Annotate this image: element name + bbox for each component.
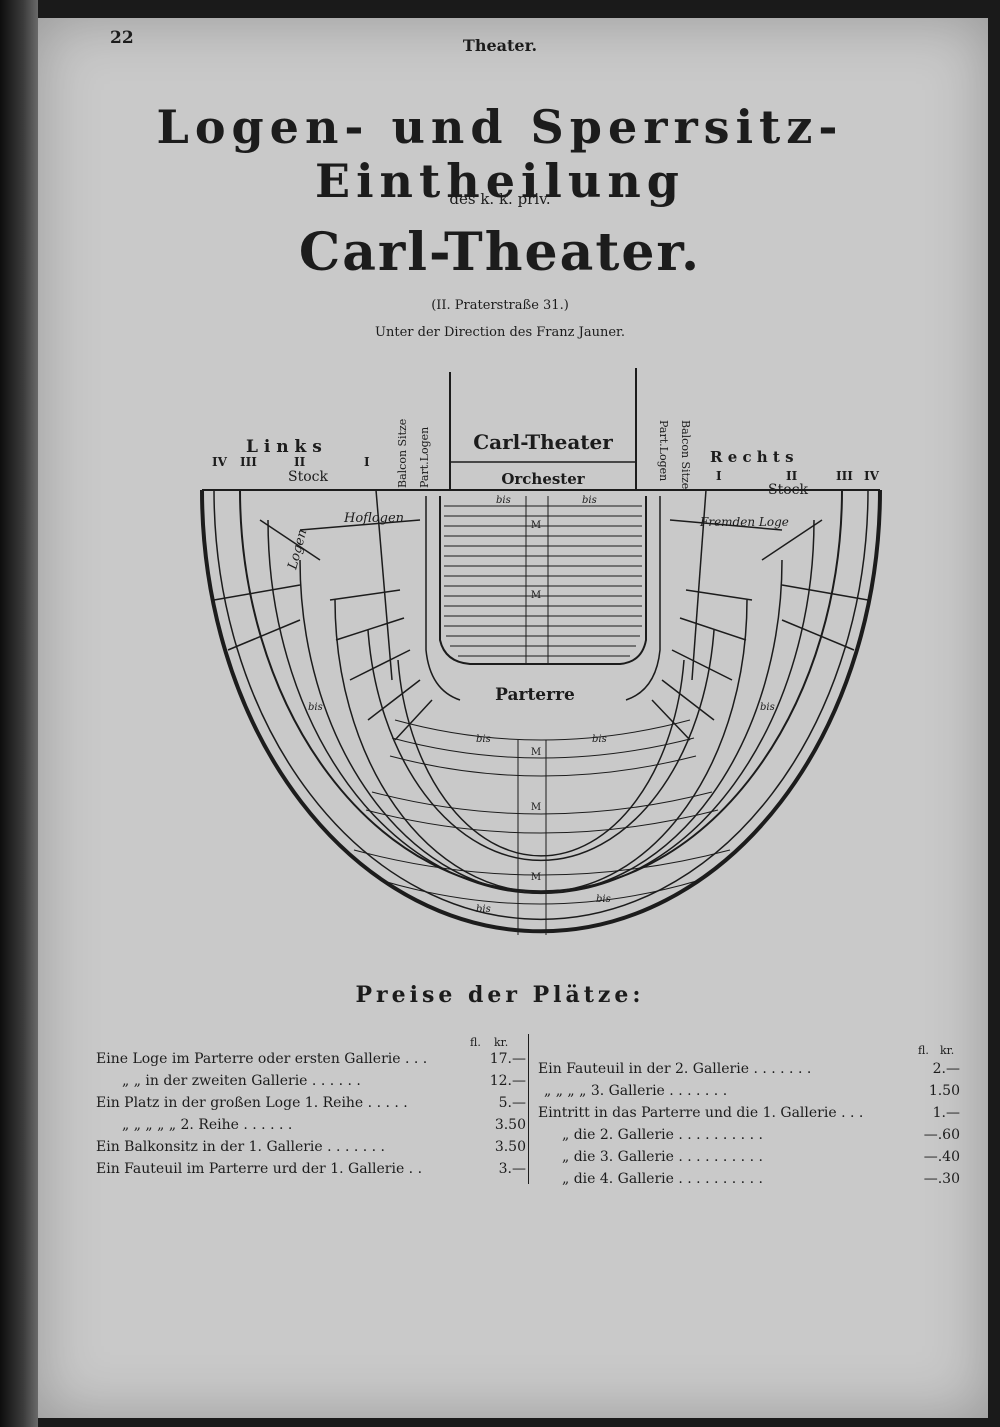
left-balcony-seats-label: Balcon Sitze (396, 419, 409, 488)
price-label: „ die 3. Gallerie . . . . . . . . . . (562, 1149, 763, 1165)
left-tier-2: II (294, 455, 306, 469)
column-divider (528, 1034, 529, 1184)
book-spine-shadow (0, 0, 38, 1427)
page-title: Logen- und Sperrsitz-Eintheilung (156, 100, 844, 208)
price-label: Ein Fauteuil im Parterre urd der 1. Gall… (96, 1161, 423, 1177)
price-label: „ „ in der zweiten Gallerie . . . . . . (122, 1073, 361, 1089)
price-row: Ein Balkonsitz in der 1. Gallerie . . . … (96, 1136, 526, 1158)
price-value: 12.— (489, 1073, 526, 1089)
right-side-label: R e c h t s (710, 448, 794, 466)
right-parterre-boxes-label: Part.Logen (657, 420, 670, 481)
bis-marker: bis (582, 495, 597, 506)
price-value: 1.50 (928, 1083, 960, 1099)
left-tier-4: IV (212, 455, 228, 469)
stage-label: Carl-Theater (473, 430, 613, 454)
price-column-left: fl. kr. Eine Loge im Parterre oder erste… (96, 1036, 526, 1186)
price-label: Ein Platz in der großen Loge 1. Reihe . … (96, 1095, 408, 1111)
price-value: —.30 (923, 1171, 960, 1187)
price-value: 3.— (498, 1161, 526, 1177)
bis-marker: bis (592, 734, 607, 745)
parterre-middle-marker: M (531, 872, 541, 883)
right-stock-label: Stock (768, 482, 808, 498)
price-value: —.40 (923, 1149, 960, 1165)
price-label: Ein Balkonsitz in der 1. Gallerie . . . … (96, 1139, 385, 1155)
seat-markers: M M M M M bis bis bis bis bis bis bis bi… (308, 495, 775, 915)
parterre-middle-marker: M (531, 802, 541, 813)
price-row: Eine Loge im Parterre oder ersten Galler… (96, 1048, 526, 1070)
price-label: „ „ „ „ 3. Gallerie . . . . . . . (544, 1083, 728, 1099)
bis-marker: bis (596, 894, 611, 905)
parterre-middle-marker: M (531, 747, 541, 758)
price-value: 3.50 (494, 1139, 526, 1155)
court-boxes-label: Hoflogen (343, 511, 404, 526)
price-row: Eintritt in das Parterre und die 1. Gall… (538, 1102, 960, 1124)
price-column-right: fl. kr. Ein Fauteuil in der 2. Gallerie … (538, 1044, 960, 1194)
price-label: „ die 2. Gallerie . . . . . . . . . . (562, 1127, 763, 1143)
price-row: Ein Fauteuil in der 2. Gallerie . . . . … (538, 1058, 960, 1080)
left-side-label: L i n k s (246, 437, 322, 457)
left-tier-1: I (364, 455, 370, 469)
bis-marker: bis (476, 734, 491, 745)
left-parterre-boxes-label: Part.Logen (418, 427, 431, 488)
price-row: „ die 3. Gallerie . . . . . . . . . . —.… (538, 1146, 960, 1168)
unit-kr-left: kr. (494, 1036, 509, 1049)
right-balcony-seats-label: Balcon Sitze (679, 420, 692, 489)
right-tier-3: III (836, 469, 853, 483)
price-value: 5.— (498, 1095, 526, 1111)
unit-fl-right: fl. (918, 1044, 929, 1057)
stall-middle-marker: M (531, 590, 541, 601)
parterre-label: Parterre (495, 685, 575, 705)
seating-plan: Carl-Theater Orchester Parterre L i n k … (200, 368, 882, 935)
bis-marker: bis (496, 495, 511, 506)
page-number: 22 (110, 28, 134, 48)
price-label: „ „ „ „ „ 2. Reihe . . . . . . (122, 1117, 293, 1133)
price-value: —.60 (923, 1127, 960, 1143)
bis-marker: bis (308, 702, 323, 713)
left-stock-label: Stock (288, 469, 328, 485)
price-row: Ein Platz in der großen Loge 1. Reihe . … (96, 1092, 526, 1114)
price-value: 1.— (932, 1105, 960, 1121)
running-head: Theater. (462, 36, 538, 55)
address: (II. Praterstraße 31.) (431, 298, 569, 313)
price-row: Ein Fauteuil im Parterre urd der 1. Gall… (96, 1158, 526, 1180)
price-row: „ „ „ „ 3. Gallerie . . . . . . . 1.50 (538, 1080, 960, 1102)
subtitle: des k. k. priv. (449, 190, 551, 208)
boxes-label: Logen (285, 528, 310, 572)
price-label: „ die 4. Gallerie . . . . . . . . . . (562, 1171, 763, 1187)
orchestra-label: Orchester (501, 470, 585, 488)
right-tier-2: II (786, 469, 798, 483)
left-tier-3: III (240, 455, 257, 469)
stall-middle-marker: M (531, 520, 541, 531)
right-tier-1: I (716, 469, 722, 483)
price-label: Eine Loge im Parterre oder ersten Galler… (96, 1051, 428, 1067)
unit-kr-right: kr. (940, 1044, 955, 1057)
theater-name: Carl-Theater. (298, 222, 702, 283)
unit-fl-left: fl. (470, 1036, 481, 1049)
price-label: Eintritt in das Parterre und die 1. Gall… (538, 1105, 864, 1121)
stranger-box-label: Fremden Loge (699, 515, 789, 529)
price-value: 3.50 (494, 1117, 526, 1133)
price-row: „ die 4. Gallerie . . . . . . . . . . —.… (538, 1168, 960, 1190)
prices-heading: Preise der Plätze: (355, 982, 645, 1008)
right-tier-4: IV (864, 469, 880, 483)
price-row: „ die 2. Gallerie . . . . . . . . . . —.… (538, 1124, 960, 1146)
direction-line: Unter der Direction des Franz Jauner. (375, 325, 625, 340)
price-label: Ein Fauteuil in der 2. Gallerie . . . . … (538, 1061, 812, 1077)
price-row: „ „ „ „ „ 2. Reihe . . . . . . 3.50 (96, 1114, 526, 1136)
price-value: 2.— (932, 1061, 960, 1077)
price-row: „ „ in der zweiten Gallerie . . . . . . … (96, 1070, 526, 1092)
price-value: 17.— (489, 1051, 526, 1067)
bis-marker: bis (476, 904, 491, 915)
bis-marker: bis (760, 702, 775, 713)
